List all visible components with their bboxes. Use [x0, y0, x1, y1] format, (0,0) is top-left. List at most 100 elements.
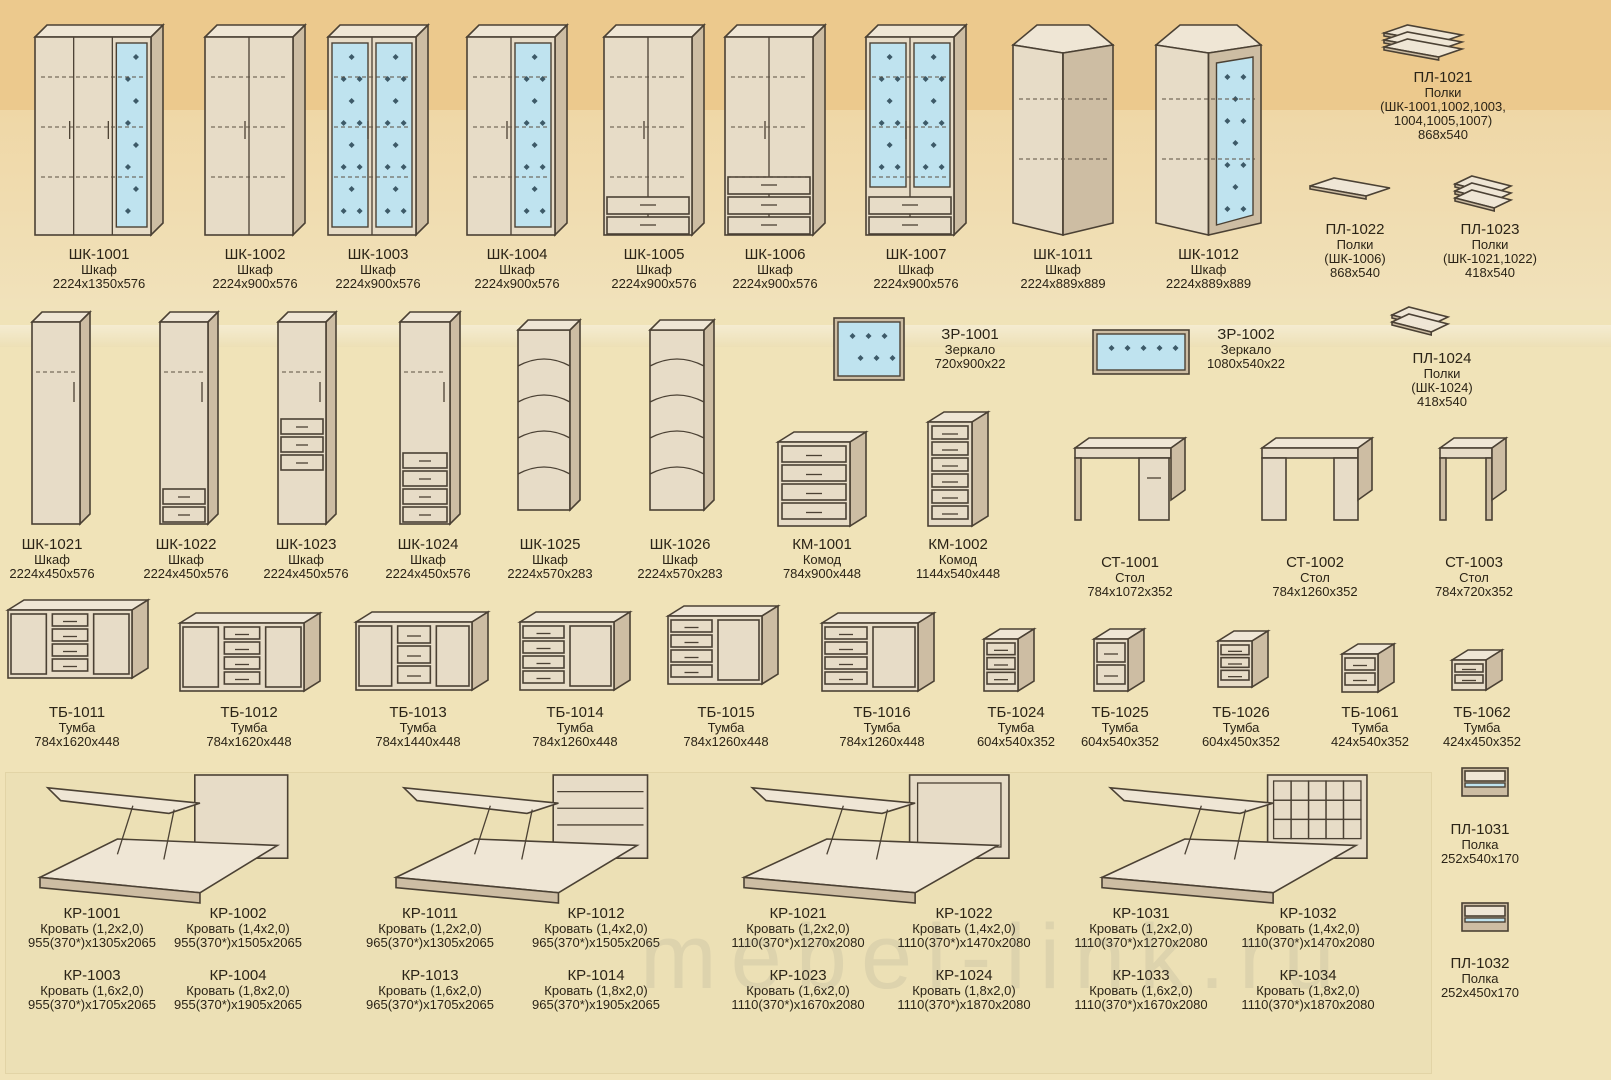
- item-size: 784x1620x448: [34, 734, 120, 750]
- item-code: СТ-1003: [1445, 554, 1503, 571]
- item-code: ТБ-1012: [220, 704, 278, 721]
- item-size: 1080x540x22: [1206, 356, 1286, 372]
- wall-shelf-icon[interactable]: [1461, 902, 1509, 932]
- item-type: Тумба: [58, 720, 96, 736]
- bed-icon[interactable]: [37, 774, 298, 904]
- item-type: Шкаф: [1190, 262, 1227, 278]
- shelf-boards-icon[interactable]: [1389, 306, 1451, 347]
- item-code: ШК-1005: [623, 246, 685, 263]
- mirror-icon[interactable]: [833, 317, 905, 381]
- item-code: ПЛ-1022: [1325, 221, 1385, 238]
- item-type: Тумба: [556, 720, 594, 736]
- wardrobe-3door-mirror-icon[interactable]: [33, 23, 165, 237]
- item-type: Шкаф: [360, 262, 396, 278]
- item-code: ТБ-1061: [1341, 704, 1399, 721]
- sideboard-icon[interactable]: [1339, 642, 1397, 694]
- item-size: 868x540: [1330, 265, 1380, 281]
- item-type: Стол: [1459, 570, 1489, 586]
- wardrobe-mirror-drawer-icon[interactable]: [864, 23, 968, 237]
- item-code: КР-1023: [769, 967, 827, 984]
- item-size: 2224x889x889: [1020, 276, 1106, 292]
- corner-wardrobe-icon[interactable]: [1011, 24, 1115, 237]
- sideboard-icon[interactable]: [517, 610, 633, 692]
- desk-icon[interactable]: [1072, 436, 1188, 521]
- sideboard-icon[interactable]: [1215, 629, 1271, 689]
- shelf-boards-icon[interactable]: [1380, 24, 1466, 65]
- item-size: 1110(370*)x1470x2080: [1241, 935, 1375, 951]
- corner-wardrobe-mirror-icon[interactable]: [1154, 24, 1263, 237]
- item-type: Тумба: [230, 720, 268, 736]
- item-size: 1110(370*)x1270x2080: [731, 935, 865, 951]
- item-note: (ШК-1001,1002,1003,: [1380, 99, 1506, 115]
- item-type: Тумба: [707, 720, 745, 736]
- item-type: Кровать (1,6x2,0): [40, 983, 144, 999]
- item-note: (ШК-1006): [1324, 251, 1386, 267]
- item-code: ШК-1001: [68, 246, 130, 263]
- sideboard-icon[interactable]: [819, 611, 937, 693]
- item-type: Кровать (1,4x2,0): [912, 921, 1016, 937]
- item-code: КР-1031: [1112, 905, 1170, 922]
- item-size: 1110(370*)x1670x2080: [1074, 997, 1208, 1013]
- item-type: Комод: [938, 552, 978, 568]
- mirror-icon[interactable]: [1092, 329, 1190, 375]
- item-size: 2224x889x889: [1165, 276, 1252, 292]
- sideboard-icon[interactable]: [1091, 627, 1147, 693]
- desk-icon[interactable]: [1437, 436, 1509, 521]
- sideboard-icon[interactable]: [1449, 648, 1505, 692]
- cabinet-icon[interactable]: [516, 318, 582, 512]
- sideboard-icon[interactable]: [665, 604, 781, 686]
- item-size: 720x900x22: [934, 356, 1006, 372]
- item-type: Полки: [1424, 85, 1462, 101]
- item-size: 2224x450x576: [385, 566, 471, 582]
- wall-shelf-icon[interactable]: [1461, 767, 1509, 797]
- item-size: 1110(370*)x1470x2080: [897, 935, 1031, 951]
- item-type: Кровать (1,8x2,0): [186, 983, 290, 999]
- item-size: 2224x450x576: [9, 566, 95, 582]
- item-size: 252x540x170: [1440, 851, 1520, 867]
- item-type: Тумба: [1101, 720, 1139, 736]
- item-code: КР-1024: [935, 967, 993, 984]
- bed-icon[interactable]: [740, 774, 1020, 904]
- item-type: Шкаф: [237, 262, 273, 278]
- item-type: Кровать (1,6x2,0): [378, 983, 482, 999]
- cabinet-icon[interactable]: [398, 310, 462, 526]
- item-size: 955(370*)x1705x2065: [28, 997, 156, 1013]
- desk-icon[interactable]: [1259, 436, 1375, 521]
- wardrobe-2door-mirror-icon[interactable]: [326, 23, 430, 237]
- item-size: 2224x900x576: [335, 276, 421, 292]
- item-size: 1110(370*)x1270x2080: [1074, 935, 1208, 951]
- item-code: КР-1011: [402, 905, 458, 922]
- cabinet-icon[interactable]: [276, 310, 338, 526]
- cabinet-icon[interactable]: [775, 430, 869, 528]
- cabinet-icon[interactable]: [30, 310, 92, 526]
- sideboard-icon[interactable]: [353, 610, 491, 692]
- item-type: Шкаф: [1045, 262, 1081, 278]
- sideboard-icon[interactable]: [5, 598, 151, 680]
- cabinet-icon[interactable]: [158, 310, 220, 526]
- wardrobe-2door-drawer-icon[interactable]: [602, 23, 706, 237]
- wardrobe-2door-icon[interactable]: [203, 23, 307, 237]
- cabinet-icon[interactable]: [925, 410, 991, 528]
- sideboard-icon[interactable]: [981, 627, 1037, 693]
- bed-icon[interactable]: [393, 774, 658, 904]
- shelf-boards-icon[interactable]: [1309, 177, 1391, 218]
- item-code: КР-1014: [567, 967, 625, 984]
- item-type: Тумба: [1222, 720, 1260, 736]
- wardrobe-door-mirror-icon[interactable]: [465, 23, 569, 237]
- sideboard-icon[interactable]: [177, 611, 323, 693]
- item-size: 418x540: [1465, 265, 1515, 281]
- wardrobe-2door-3drawer-icon[interactable]: [723, 23, 827, 237]
- item-type: Полки: [1423, 366, 1461, 382]
- bed-icon[interactable]: [1098, 774, 1378, 904]
- item-type: Тумба: [399, 720, 437, 736]
- item-size: 955(370*)x1905x2065: [174, 997, 302, 1013]
- cabinet-icon[interactable]: [648, 318, 716, 512]
- shelf-boards-icon[interactable]: [1452, 175, 1514, 216]
